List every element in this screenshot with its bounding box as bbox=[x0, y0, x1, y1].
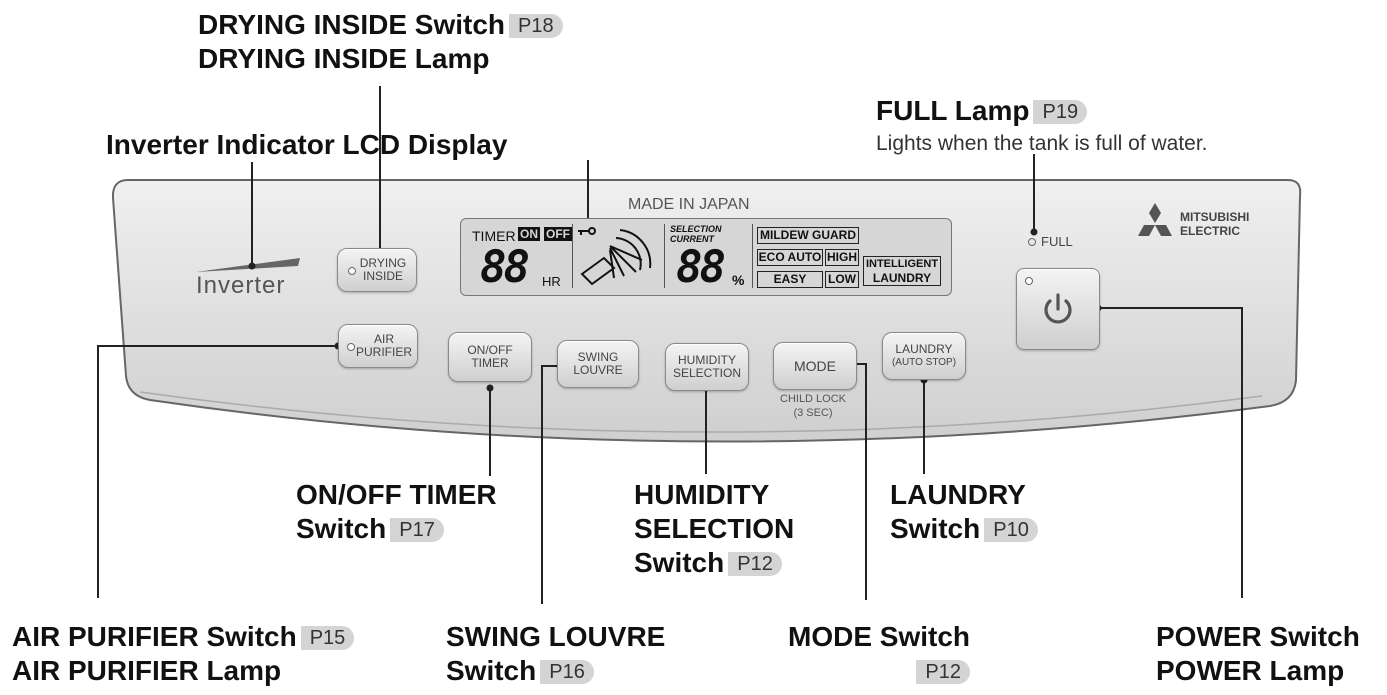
page-ref-tag: P15 bbox=[300, 626, 355, 650]
page-ref-tag: P12 bbox=[728, 552, 782, 576]
power-lamp-icon bbox=[1025, 277, 1033, 285]
page-ref-tag: P18 bbox=[509, 14, 563, 38]
lcd-current-label: CURRENT bbox=[670, 234, 714, 244]
lcd-timer-label: TIMER bbox=[472, 228, 516, 244]
lcd-eco-auto: ECO AUTO bbox=[757, 249, 823, 266]
made-in-japan-label: MADE IN JAPAN bbox=[628, 196, 750, 213]
child-lock-label: CHILD LOCK(3 SEC) bbox=[780, 393, 847, 419]
page-ref-tag: P19 bbox=[1033, 100, 1088, 124]
lcd-timer-off: OFF bbox=[544, 227, 572, 241]
mitsubishi-logo-icon bbox=[1138, 203, 1172, 236]
page-ref-tag: P10 bbox=[984, 518, 1038, 542]
power-button[interactable] bbox=[1016, 268, 1100, 350]
lcd-humidity-digits: 88 bbox=[676, 242, 726, 293]
lcd-percent-label: % bbox=[732, 272, 745, 288]
full-lamp-indicator: FULL bbox=[1028, 234, 1073, 249]
lcd-hr-label: HR bbox=[542, 274, 561, 289]
lcd-easy: EASY bbox=[757, 271, 823, 288]
page-ref-tag: P16 bbox=[540, 660, 594, 684]
air-purifier-lamp-icon bbox=[347, 343, 355, 351]
laundry-button[interactable]: LAUNDRY(AUTO STOP) bbox=[882, 332, 966, 380]
lcd-timer-digits: 88 bbox=[480, 242, 530, 293]
page-ref-tag: P12 bbox=[916, 660, 971, 684]
mode-button[interactable]: MODE bbox=[773, 342, 857, 390]
lcd-high: HIGH bbox=[825, 249, 859, 266]
inverter-logo: Inverter bbox=[196, 272, 286, 299]
power-icon bbox=[1044, 293, 1072, 324]
lcd-low: LOW bbox=[825, 271, 859, 288]
lcd-display-label: Inverter Indicator LCD Display bbox=[106, 129, 508, 160]
full-led-icon bbox=[1028, 237, 1036, 246]
drying-inside-lamp-label: DRYING INSIDE Lamp bbox=[198, 43, 490, 74]
panel-body bbox=[111, 179, 1302, 443]
lcd-timer-on: ON bbox=[518, 227, 540, 241]
lcd-mildew-guard: MILDEW GUARD bbox=[757, 227, 859, 244]
lcd-selection-label: SELECTION bbox=[670, 224, 722, 234]
page-ref-tag: P17 bbox=[390, 518, 444, 542]
drying-inside-lamp-icon bbox=[348, 267, 356, 275]
lcd-louvre-icon bbox=[578, 227, 652, 286]
inverter-logo-swoosh bbox=[196, 258, 300, 272]
power-switch-label: POWER Switch POWER Lamp bbox=[1156, 621, 1360, 686]
mode-switch-label: MODE Switch P12 bbox=[788, 621, 971, 684]
full-lamp-note: Lights when the tank is full of water. bbox=[876, 132, 1208, 155]
